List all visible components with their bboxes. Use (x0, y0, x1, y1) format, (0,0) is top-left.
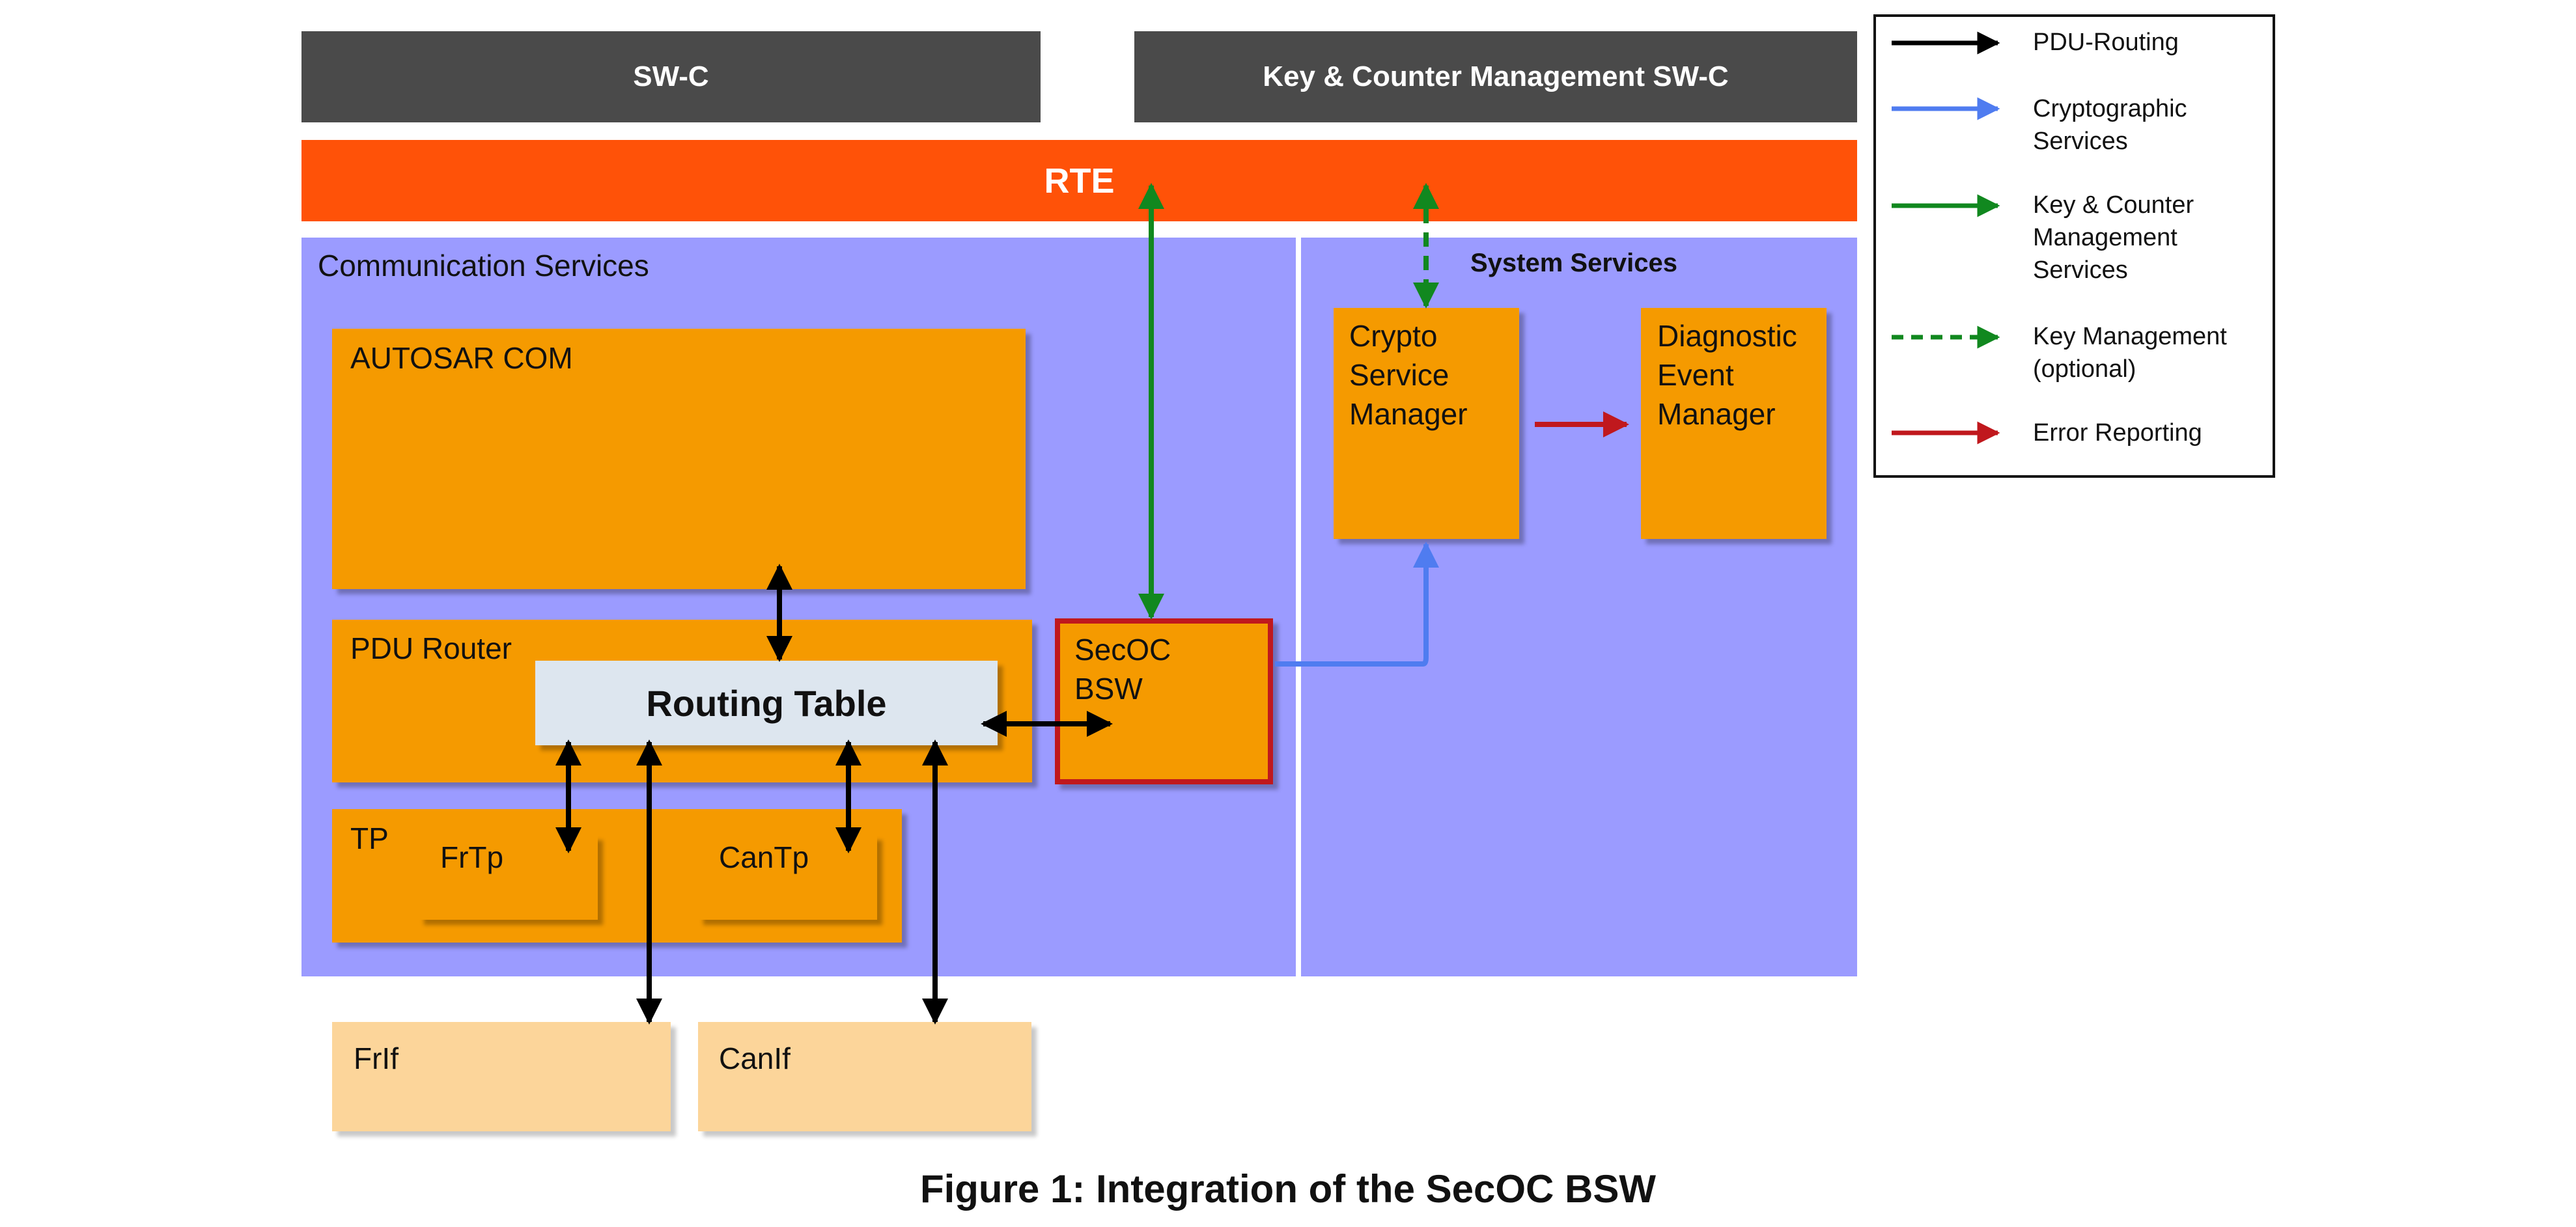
tp-label: TP (350, 821, 389, 855)
communication-services-title: Communication Services (318, 249, 649, 283)
crypto-service-manager-label: Crypto Service Manager (1349, 319, 1468, 431)
legend-pdu-routing: PDU-Routing (2033, 29, 2179, 56)
legend-crypto-services: Cryptographic Services (2033, 95, 2187, 155)
routing-table-label: Routing Table (646, 682, 887, 724)
system-services-title: System Services (1470, 249, 1678, 277)
frif-label: FrIf (354, 1041, 399, 1075)
secoc-bsw-box (1055, 618, 1273, 784)
frtp-label: FrTp (440, 840, 504, 874)
legend-box (1873, 14, 2275, 478)
routing-table-box: Routing Table (535, 661, 998, 745)
key-counter-swc-label: Key & Counter Management SW-C (1263, 61, 1729, 92)
figure-caption: Figure 1: Integration of the SecOC BSW (919, 1167, 1657, 1211)
diagnostic-event-manager-box (1641, 308, 1827, 539)
pdu-router-label: PDU Router (350, 631, 512, 665)
crypto-service-manager-box (1334, 308, 1519, 539)
rte-label: RTE (1044, 161, 1115, 200)
legend-error-reporting: Error Reporting (2033, 419, 2202, 447)
swc-bar: SW-C (301, 31, 1041, 122)
key-counter-swc-bar: Key & Counter Management SW-C (1134, 31, 1857, 122)
arrow-secoc-crypto-service-manager (1275, 542, 1439, 667)
legend-key-counter-services: Key & Counter Management Services (2033, 191, 2194, 284)
cantp-label: CanTp (719, 840, 809, 874)
autosar-com-box (332, 329, 1026, 589)
rte-bar: RTE (301, 140, 1857, 221)
autosar-com-label: AUTOSAR COM (350, 341, 573, 375)
frif-box (332, 1022, 671, 1131)
canif-label: CanIf (719, 1041, 791, 1075)
secoc-bsw-label: SecOC BSW (1074, 633, 1171, 706)
legend-key-management-optional: Key Management (optional) (2033, 323, 2227, 383)
swc-label: SW-C (633, 61, 709, 92)
diagnostic-event-manager-label: Diagnostic Event Manager (1657, 319, 1797, 431)
canif-box (698, 1022, 1031, 1131)
